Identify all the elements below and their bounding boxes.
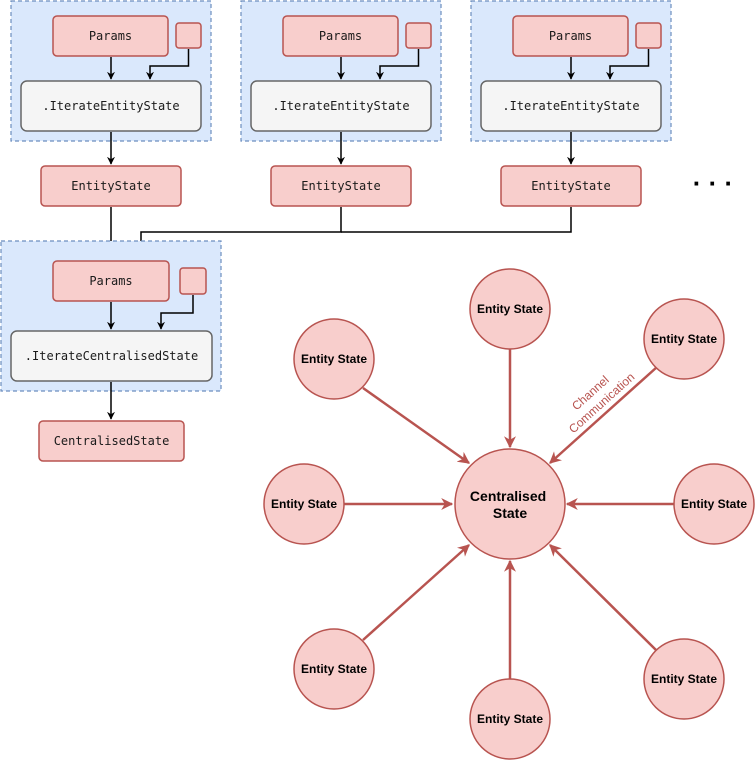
channel-communication-label: Channel Communication [556,359,637,436]
entity-state-node-left [263,463,345,545]
entity-group-1-function-box [20,80,202,132]
entity-group-3: Params .IterateEntityState [470,0,672,142]
entity-group-2-params-box [282,15,399,57]
entity-state-2-box [270,165,412,207]
entity-state-node-right [673,463,755,545]
entity-state-1-box [40,165,182,207]
entity-group-3-function-label: .IterateEntityState [502,99,639,113]
entity-state-node-top-right [643,298,725,380]
entity-state-node-bottom-right-label: Entity State [651,672,717,686]
centralised-state-node [454,448,566,560]
entity-group-1-params-label: Params [89,29,132,43]
entity-group-1: Params .IterateEntityState [10,0,212,142]
entity-group-3-params-box [512,15,629,57]
central-square-arrow [157,295,194,330]
star-edge-bottom-right [549,544,658,652]
entity-state-3-box [500,165,642,207]
star-edge-bottom-left [362,544,470,641]
entity-group-3-params-label: Params [549,29,592,43]
star-diagram: Channel Communication Centralised State … [263,268,755,760]
central-function-label: .IterateCentralisedState [25,349,198,363]
entity-group-3-square-arrow [606,49,650,80]
entity-state-node-bottom-label: Entity State [477,712,543,726]
entity-state-3-label: EntityState [531,179,610,193]
entity-state-2-label: EntityState [301,179,380,193]
entity-group-2: Params .IterateEntityState [240,0,442,142]
central-group: Params .IterateCentralisedState [0,240,222,392]
star-edge-top-left [362,386,470,465]
centralised-state-node-line-2: State [493,505,527,521]
entity-state-3-merge-line [341,207,572,233]
star-edge-top-right [549,366,658,464]
entity-group-3-small-square [635,22,662,49]
entity-state-node-left-label: Entity State [271,497,337,511]
entity-group-2-function-box [250,80,432,132]
entity-state-node-top-left [293,318,375,400]
entity-state-node-bottom-left [293,628,375,710]
entity-group-2-function-label: .IterateEntityState [272,99,409,113]
entity-state-node-bottom-left-label: Entity State [301,662,367,676]
more-entities-ellipsis: · · · [693,168,733,198]
central-params-label: Params [89,274,132,288]
centralised-state-node-label: Centralised State [470,488,550,521]
central-function-box [10,330,213,382]
entity-state-node-top-left-label: Entity State [301,352,367,366]
entity-state-node-bottom [469,678,551,760]
entity-state-node-right-label: Entity State [681,497,747,511]
entity-group-1-function-label: .IterateEntityState [42,99,179,113]
entity-group-2-small-square [405,22,432,49]
entity-group-1-small-square [175,22,202,49]
centralised-state-box [38,420,185,462]
entity-state-1-label: EntityState [71,179,150,193]
entity-state-node-top-label: Entity State [477,302,543,316]
entity-group-2-square-arrow [376,49,420,80]
central-small-square [179,267,207,295]
entity-group-3-function-box [480,80,662,132]
entity-group-1-square-arrow [146,49,190,80]
entity-group-1-params-box [52,15,169,57]
centralised-state-label: CentralisedState [54,434,170,448]
entity-group-2-params-label: Params [319,29,362,43]
entity-state-node-top-right-label: Entity State [651,332,717,346]
central-params-box [52,260,170,302]
centralised-state-node-line-1: Centralised [470,488,546,504]
entity-state-node-bottom-right [643,638,725,720]
entity-state-node-top [469,268,551,350]
